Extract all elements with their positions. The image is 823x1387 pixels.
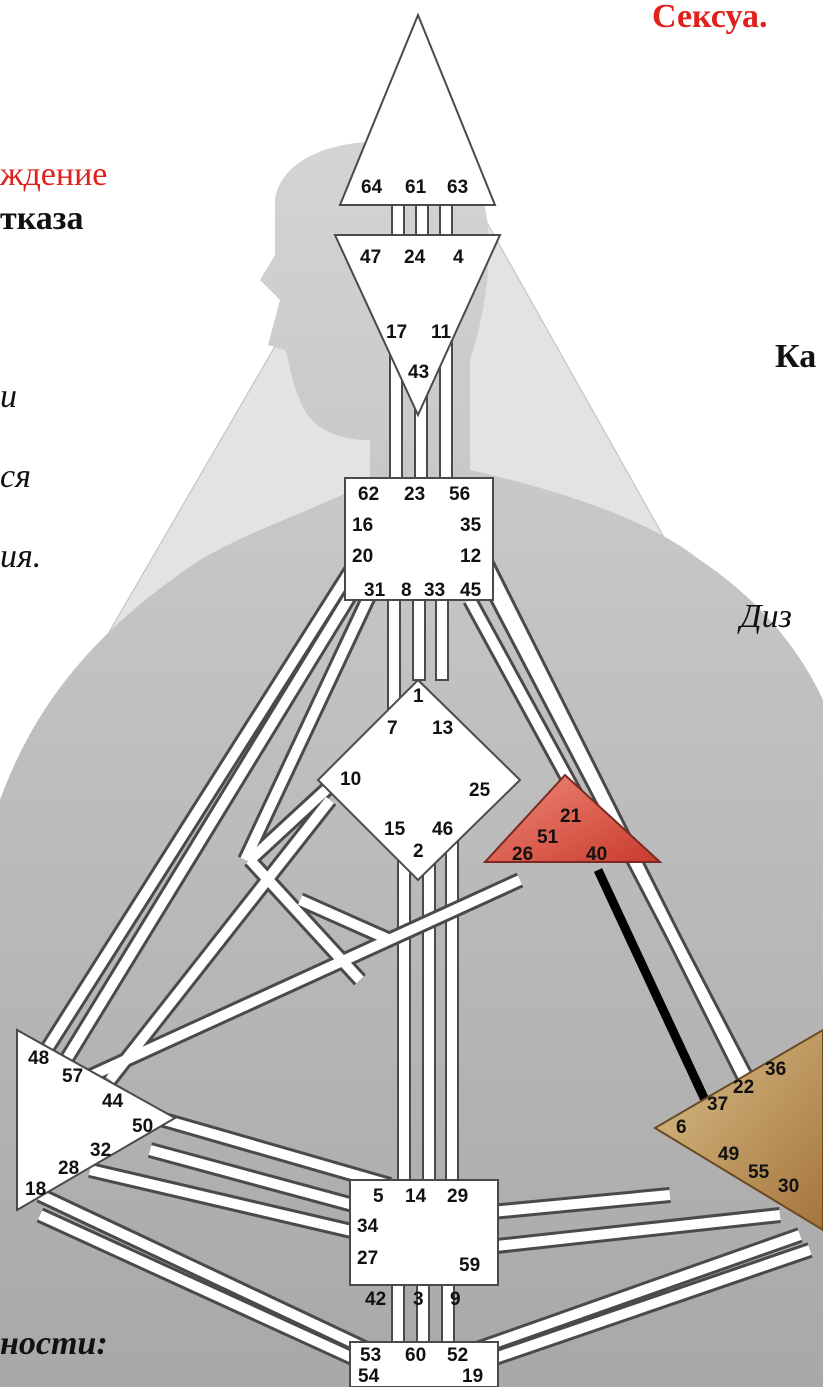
gate-42: 42 <box>365 1289 386 1310</box>
left-text-line-3: и <box>0 380 17 414</box>
gate-2: 2 <box>413 841 424 862</box>
gate-34: 34 <box>357 1216 379 1237</box>
gate-22: 22 <box>733 1077 754 1098</box>
gate-55: 55 <box>748 1162 770 1183</box>
gate-14: 14 <box>405 1186 427 1207</box>
gate-57: 57 <box>62 1066 83 1087</box>
left-text-line-2: тказа <box>0 202 83 236</box>
gate-10: 10 <box>340 769 361 790</box>
left-text-line-5: ия. <box>0 540 41 574</box>
gate-24: 24 <box>404 247 426 268</box>
gate-37: 37 <box>707 1094 728 1115</box>
gate-63: 63 <box>447 177 468 198</box>
gate-51: 51 <box>537 827 559 848</box>
gate-27: 27 <box>357 1248 378 1269</box>
left-text-line-4: ся <box>0 460 31 494</box>
gate-4: 4 <box>453 247 464 268</box>
gate-7: 7 <box>387 718 398 739</box>
left-text-line-1: ждение <box>0 158 107 192</box>
gate-40: 40 <box>586 844 607 865</box>
gate-8: 8 <box>401 580 412 601</box>
gate-44: 44 <box>102 1091 124 1112</box>
gate-13: 13 <box>432 718 453 739</box>
gate-50: 50 <box>132 1116 153 1137</box>
gate-56: 56 <box>449 484 470 505</box>
gate-48: 48 <box>28 1048 49 1069</box>
gate-36: 36 <box>765 1059 786 1080</box>
gate-25: 25 <box>469 780 491 801</box>
gate-30: 30 <box>778 1176 799 1197</box>
gate-47: 47 <box>360 247 381 268</box>
gate-18: 18 <box>25 1179 46 1200</box>
gate-26: 26 <box>512 844 533 865</box>
gate-1: 1 <box>413 686 424 707</box>
gate-62: 62 <box>358 484 379 505</box>
gate-49: 49 <box>718 1144 739 1165</box>
gate-59: 59 <box>459 1255 480 1276</box>
gate-23: 23 <box>404 484 425 505</box>
gate-12: 12 <box>460 546 481 567</box>
left-text-line-6: ности: <box>0 1327 108 1361</box>
gate-46: 46 <box>432 819 453 840</box>
gate-52: 52 <box>447 1345 468 1366</box>
gate-5: 5 <box>373 1186 384 1207</box>
gate-45: 45 <box>460 580 482 601</box>
gate-54: 54 <box>358 1366 380 1387</box>
gate-21: 21 <box>560 806 582 827</box>
gate-19: 19 <box>462 1366 483 1387</box>
gate-60: 60 <box>405 1345 426 1366</box>
gate-6: 6 <box>676 1117 687 1138</box>
gate-64: 64 <box>361 177 383 198</box>
gate-33: 33 <box>424 580 445 601</box>
gate-28: 28 <box>58 1158 79 1179</box>
right-title: Сексуа. <box>652 0 768 34</box>
gate-53: 53 <box>360 1345 381 1366</box>
right-text-line-2: Диз <box>740 600 792 634</box>
gate-11: 11 <box>431 322 452 343</box>
gate-9: 9 <box>450 1289 461 1310</box>
gate-29: 29 <box>447 1186 468 1207</box>
gate-16: 16 <box>352 515 373 536</box>
right-text-line-1: Ка <box>775 340 816 374</box>
gate-3: 3 <box>413 1289 424 1310</box>
gate-35: 35 <box>460 515 482 536</box>
gate-43: 43 <box>408 362 429 383</box>
gate-15: 15 <box>384 819 406 840</box>
gate-20: 20 <box>352 546 373 567</box>
gate-32: 32 <box>90 1140 111 1161</box>
gate-17: 17 <box>386 322 407 343</box>
gate-61: 61 <box>405 177 427 198</box>
gate-31: 31 <box>364 580 386 601</box>
